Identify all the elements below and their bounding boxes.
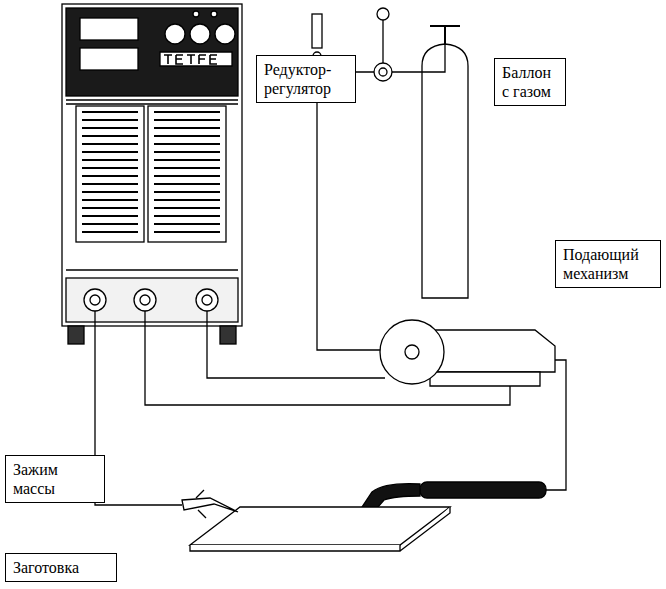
- vent-frame: [148, 106, 226, 242]
- panel-rule: [66, 269, 238, 270]
- wire-spool: [380, 320, 444, 384]
- socket-ring: [90, 295, 100, 305]
- display: [80, 18, 138, 40]
- pressure-gauge: [377, 8, 389, 20]
- workpiece: [190, 507, 450, 545]
- part-label: Подающий механизм: [563, 245, 653, 283]
- panel-rule: [66, 100, 238, 104]
- knob: [165, 24, 185, 44]
- spool-hub: [405, 345, 419, 359]
- vent-frame: [76, 106, 144, 242]
- cylinder-valve: [430, 26, 460, 44]
- gas-cylinder: [422, 44, 468, 298]
- part-label: Заготовка: [13, 558, 109, 577]
- part-label: Редуктор-регулятор: [264, 60, 348, 98]
- power-cable: [207, 311, 385, 378]
- gauge-stem: [382, 20, 383, 63]
- indicator-led: [193, 11, 199, 17]
- socket-ring: [202, 295, 212, 305]
- label-box: Баллон с газом: [494, 58, 566, 106]
- control-socket: [134, 289, 156, 311]
- workpiece-edge: [190, 507, 450, 551]
- gas-hose: [317, 60, 382, 350]
- ground-clamp: [182, 498, 238, 512]
- regulator-body: [374, 63, 392, 81]
- torch-cable: [546, 360, 566, 490]
- wheel: [220, 326, 236, 344]
- flowmeter: [312, 14, 322, 48]
- socket-minus: [84, 289, 106, 311]
- logo-marks: [164, 55, 217, 64]
- socket-plus: [196, 289, 218, 311]
- regulator-core: [379, 68, 387, 76]
- wheel: [68, 326, 84, 344]
- torch-handle: [420, 482, 546, 498]
- clamp-spring: [196, 490, 206, 518]
- machine-top-panel: [66, 8, 238, 96]
- display: [80, 48, 138, 70]
- label-box: Зажим массы: [5, 455, 105, 503]
- feeder-base: [430, 372, 540, 386]
- socket-ring: [140, 295, 150, 305]
- knob: [190, 24, 210, 44]
- label-box: Редуктор-регулятор: [256, 55, 356, 103]
- ground-cable: [95, 311, 182, 505]
- feeder-body: [430, 330, 555, 372]
- indicator-led: [211, 11, 217, 17]
- logo-plate: [160, 52, 232, 66]
- knob: [215, 24, 235, 44]
- socket-panel: [66, 278, 238, 322]
- machine-body: [62, 4, 242, 326]
- vent-slots: [82, 112, 220, 232]
- label-box: Подающий механизм: [555, 240, 661, 288]
- label-box: Заготовка: [5, 553, 117, 582]
- part-label: Зажим массы: [13, 460, 97, 498]
- part-label: Баллон с газом: [502, 63, 558, 101]
